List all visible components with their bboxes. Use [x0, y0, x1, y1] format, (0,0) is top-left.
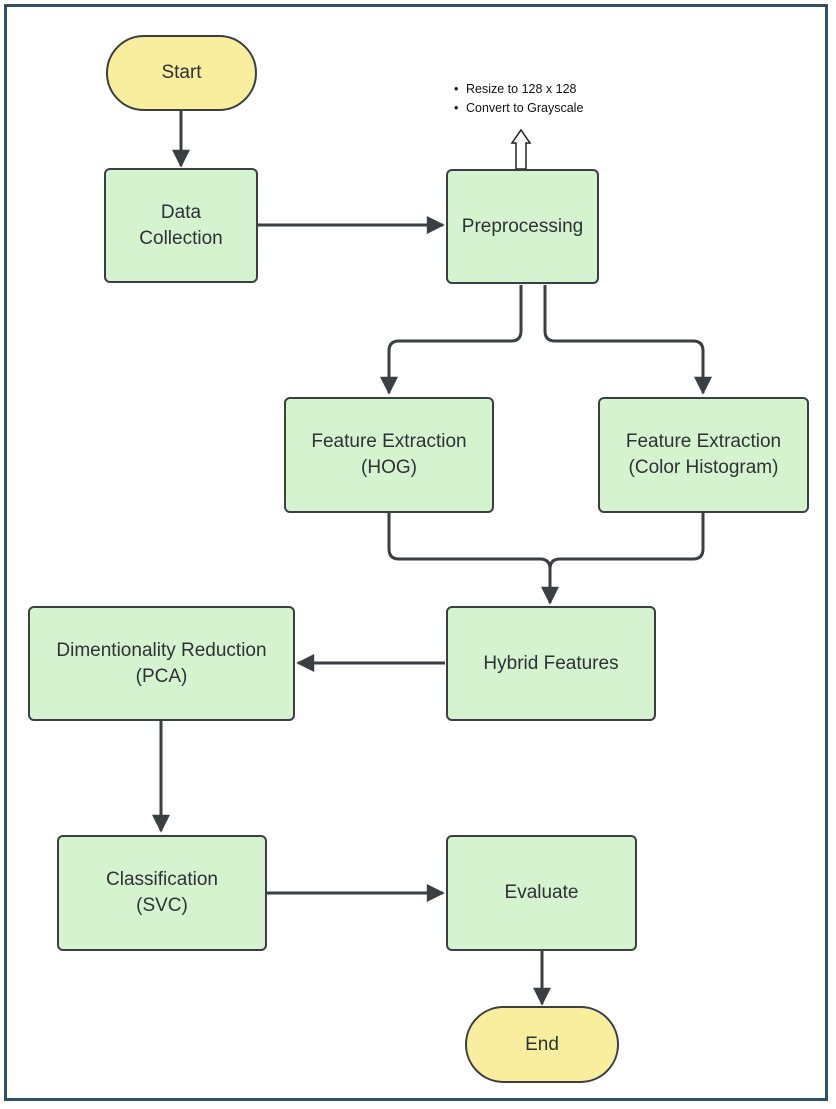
arrow-hog-to-hybrid [387, 512, 559, 605]
classification-node: Classification (SVC) [57, 835, 267, 951]
end-node: End [465, 1006, 619, 1083]
note-resize: Resize to 128 x 128 [454, 80, 583, 100]
data-collection-node: Data Collection [104, 168, 258, 283]
preprocessing-notes: Resize to 128 x 128 Convert to Grayscale [452, 80, 583, 119]
dimensionality-reduction-node: Dimentionality Reduction (PCA) [28, 606, 295, 721]
arrow-preprocessing-to-color-histogram [543, 285, 712, 395]
start-node: Start [106, 35, 257, 111]
note-grayscale: Convert to Grayscale [454, 99, 583, 119]
connector-color-histogram-to-hybrid [548, 512, 705, 570]
arrow-preprocessing-to-hog [380, 285, 523, 395]
hybrid-features-node: Hybrid Features [446, 606, 656, 721]
preprocessing-node: Preprocessing [446, 169, 599, 284]
diagram-frame [4, 4, 828, 1101]
feature-extraction-hog-node: Feature Extraction (HOG) [284, 397, 494, 513]
hollow-arrow-to-notes [510, 128, 532, 170]
feature-extraction-color-histogram-node: Feature Extraction (Color Histogram) [598, 397, 809, 513]
evaluate-node: Evaluate [446, 835, 637, 951]
